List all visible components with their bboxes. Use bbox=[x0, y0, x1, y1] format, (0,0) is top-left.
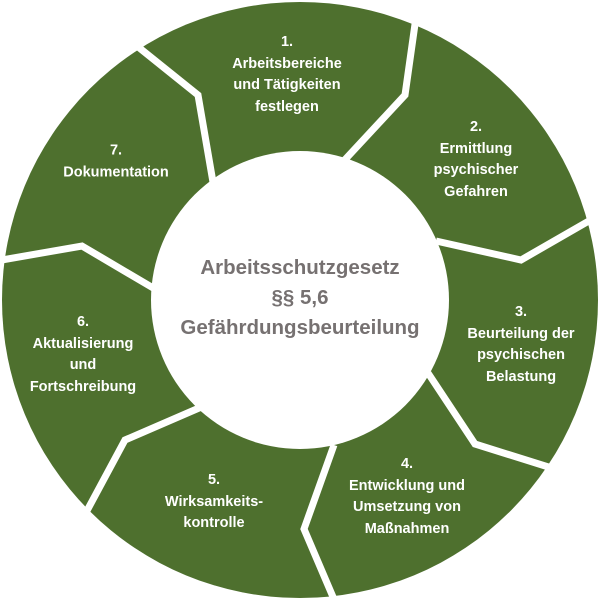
center-title: Arbeitsschutzgesetz §§ 5,6 Gefährdungsbe… bbox=[180, 253, 419, 343]
segment-1-number: 1. bbox=[280, 34, 294, 50]
segment-4-number: 4. bbox=[400, 456, 414, 472]
segment-2-number: 2. bbox=[469, 119, 483, 135]
segment-1-line: festlegen bbox=[255, 98, 319, 115]
segment-5-line: kontrolle bbox=[183, 514, 245, 531]
segment-7-line: Dokumentation bbox=[63, 164, 169, 180]
segment-4-line: Maßnahmen bbox=[364, 520, 450, 537]
segment-4-line: Entwicklung und bbox=[349, 477, 465, 494]
segment-5-label: 5. Wirksamkeits- kontrolle bbox=[165, 470, 263, 535]
segment-3-number: 3. bbox=[514, 304, 528, 320]
segment-2-label: 2. Ermittlung psychischer Gefahren bbox=[434, 117, 519, 203]
center-title-line-3: Gefährdungsbeurteilung bbox=[180, 316, 420, 339]
segment-1-label: 1. Arbeitsbereiche und Tätigkeiten festl… bbox=[232, 32, 342, 118]
separator-4-5 bbox=[300, 443, 339, 600]
segment-7-number: 7. bbox=[109, 142, 123, 159]
separator-5-6 bbox=[78, 401, 208, 522]
segment-4-line: Umsetzung von bbox=[353, 499, 461, 515]
segment-6-line: Fortschreibung bbox=[29, 378, 137, 395]
segment-5-number: 5. bbox=[207, 471, 221, 488]
segment-1-line: Arbeitsbereiche bbox=[232, 55, 342, 72]
separator-1-2 bbox=[337, 9, 421, 168]
separator-6-7 bbox=[0, 242, 162, 296]
segment-3-line: psychischen bbox=[477, 347, 565, 363]
segment-3-line: Belastung bbox=[485, 368, 557, 385]
segment-6-line: und bbox=[69, 357, 97, 373]
segment-6-line: Aktualisierung bbox=[32, 335, 134, 352]
segment-6-label: 6. Aktualisierung und Fortschreibung bbox=[30, 312, 136, 398]
segment-2-line: Ermittlung bbox=[439, 140, 513, 157]
segment-3-label: 3. Beurteilung der psychischen Belastung bbox=[467, 302, 574, 388]
center-circle bbox=[151, 151, 449, 449]
segment-2-line: psychischer bbox=[433, 162, 519, 178]
segment-1-line: und Tätigkeiten bbox=[233, 77, 341, 93]
center-title-line-2: §§ 5,6 bbox=[271, 286, 329, 309]
segment-3-line: Beurteilung der bbox=[467, 325, 575, 342]
segment-2-line: Gefahren bbox=[444, 183, 508, 200]
segment-6-number: 6. bbox=[76, 314, 90, 330]
center-title-line-1: Arbeitsschutzgesetz bbox=[200, 256, 400, 279]
separator-7-1 bbox=[129, 39, 218, 189]
segment-5-line: Wirksamkeits- bbox=[164, 493, 264, 510]
segment-4-label: 4. Entwicklung und Umsetzung von Maßnahm… bbox=[349, 454, 465, 540]
separator-3-4 bbox=[425, 371, 560, 474]
segment-7-label: 7. Dokumentation bbox=[63, 141, 169, 184]
separator-2-3 bbox=[435, 214, 596, 264]
